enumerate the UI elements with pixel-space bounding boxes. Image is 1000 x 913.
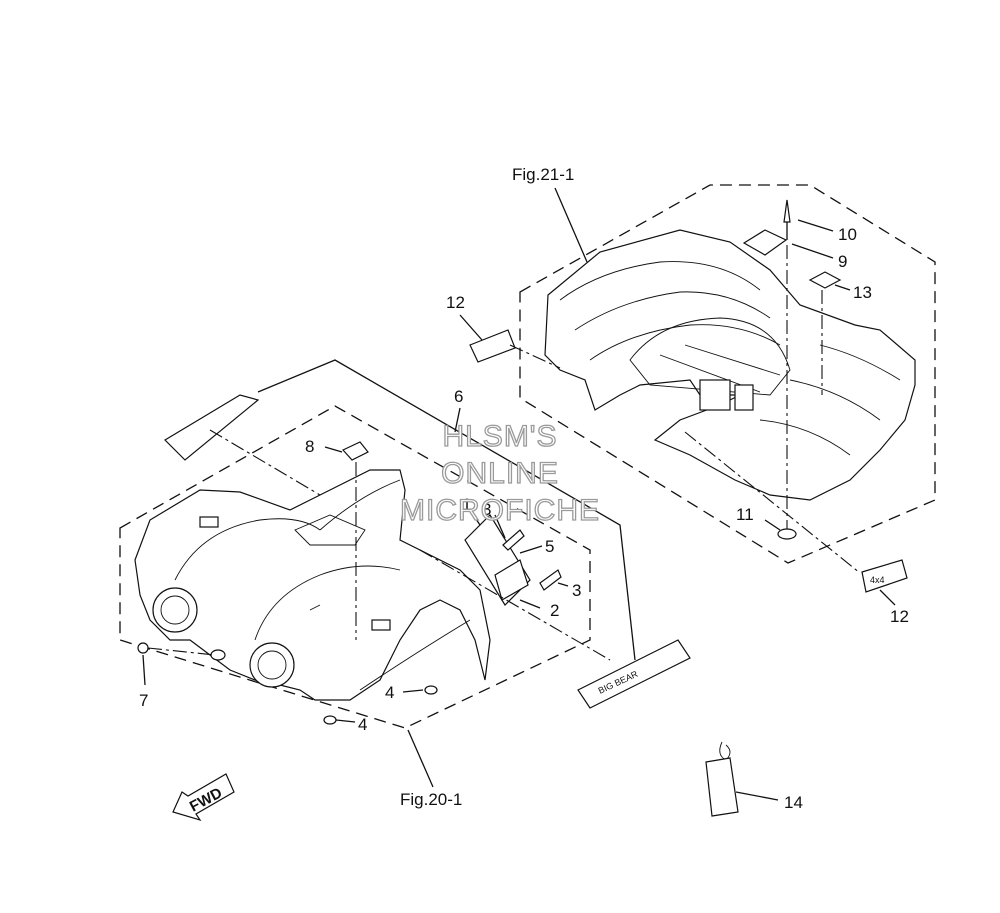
front-fender-assembly [119, 405, 591, 729]
bracket-part-5 [494, 559, 529, 601]
callout-1: 1 [462, 495, 471, 514]
callout-8: 8 [305, 437, 314, 456]
fig-ref-20: Fig.20-1 [400, 790, 462, 809]
rear-fender-assembly [519, 184, 936, 564]
fig-ref-21: Fig.21-1 [512, 165, 574, 184]
rear-parts: 4x4 [459, 199, 908, 606]
watermark-line-3: MICROFICHE [400, 494, 600, 527]
decal-4x4-part-12: 4x4 [861, 559, 908, 593]
callout-11: 11 [736, 505, 754, 524]
screw-part-3-lower [539, 569, 562, 591]
callout-10: 10 [838, 225, 857, 244]
watermark-line-2: ONLINE [441, 457, 559, 490]
headlight-right [249, 642, 295, 688]
plate-part-9 [742, 229, 788, 256]
plug-part-7 [137, 642, 149, 654]
watermark: HLSM'S ONLINE MICROFICHE [399, 419, 600, 527]
watermark-line-1: HLSM'S [442, 420, 557, 453]
label-part-13 [808, 271, 842, 289]
headlight-left [152, 587, 198, 633]
grommet-part-4-left [323, 715, 337, 725]
callout-4-right: 4 [385, 683, 394, 702]
callout-2: 2 [550, 601, 559, 620]
tag-part-14 [705, 741, 779, 817]
grommet-part-11 [777, 528, 797, 540]
rear-fender-body [544, 229, 916, 501]
decal-big-bear: BIG BEAR [577, 639, 691, 709]
front-fender-boundary [119, 405, 591, 729]
label-part-8 [342, 441, 369, 461]
callout-3-upper: 3 [482, 500, 491, 519]
rear-fender-boundary [519, 184, 936, 564]
fwd-arrow-icon: FWD [172, 773, 235, 822]
screw-part-3-upper [502, 529, 525, 551]
callout-12-lower: 12 [890, 607, 909, 626]
callout-7: 7 [139, 691, 148, 710]
callout-12-upper: 12 [446, 293, 465, 312]
callout-3-lower: 3 [572, 581, 581, 600]
grommet-part-4-right [424, 685, 438, 695]
front-parts: BIG BEAR [137, 359, 691, 725]
callout-5: 5 [545, 537, 554, 556]
callout-14: 14 [784, 793, 803, 812]
callout-6: 6 [454, 387, 463, 406]
decal-4x4-text: 4x4 [870, 575, 885, 585]
rivet-part-10 [783, 199, 791, 223]
callout-9: 9 [838, 252, 847, 271]
label-part-12-left [469, 329, 516, 363]
callout-13: 13 [853, 283, 872, 302]
callout-4-left: 4 [358, 715, 367, 734]
front-decal-strip [164, 394, 260, 461]
